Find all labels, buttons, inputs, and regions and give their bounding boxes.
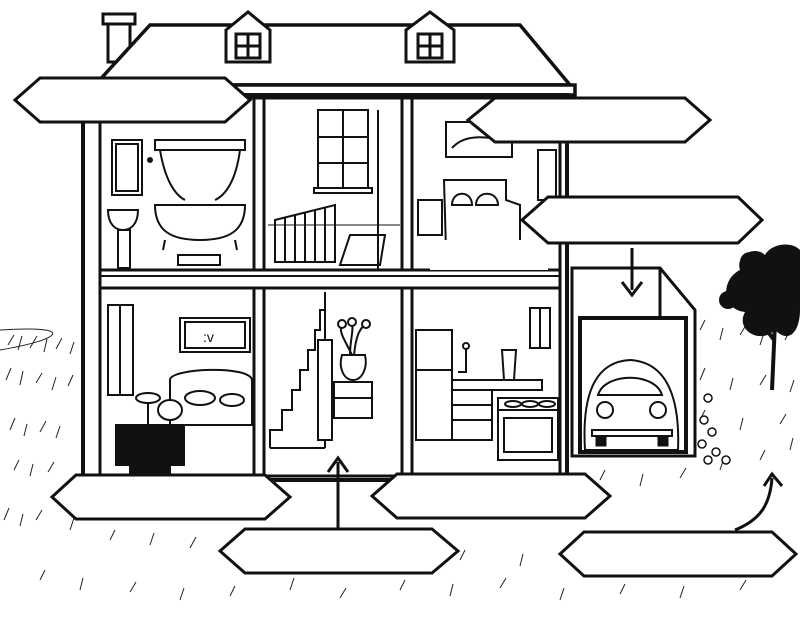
label-box-bedroom[interactable] xyxy=(468,98,710,142)
label-box-roof[interactable] xyxy=(15,78,250,122)
garage xyxy=(572,268,695,456)
label-box-living-room[interactable] xyxy=(52,475,290,519)
label-box-hall[interactable] xyxy=(220,529,458,573)
label-box-garage[interactable] xyxy=(522,197,762,243)
flowers xyxy=(698,394,730,464)
dormer-window-left xyxy=(226,12,270,62)
dormer-window-right xyxy=(406,12,454,62)
label-box-garden[interactable] xyxy=(560,532,796,576)
arrow-to-garden xyxy=(735,478,772,530)
tree xyxy=(719,245,800,390)
label-box-kitchen[interactable] xyxy=(372,474,610,518)
tv-screen-text: :v xyxy=(203,329,214,345)
